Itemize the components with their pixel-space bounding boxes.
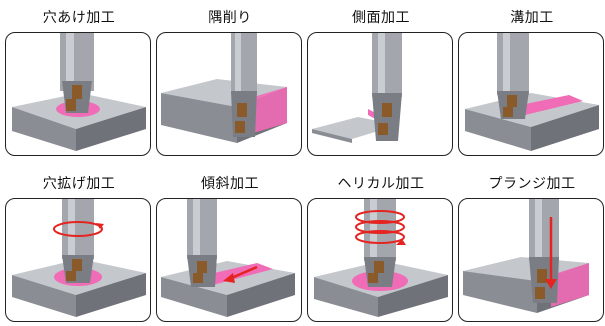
corner-milling-illustration: [161, 33, 287, 143]
hole-enlarging-illustration: [12, 199, 146, 317]
op-label: プランジ加工: [488, 176, 576, 192]
slotting-illustration: [465, 33, 599, 151]
drilling-illustration: [12, 33, 146, 151]
op-slotting: 溝加工: [458, 4, 605, 156]
op-label: 穴拡げ加工: [42, 176, 116, 192]
op-illustration: [156, 198, 302, 322]
op-label: 隅削り: [208, 10, 252, 26]
helical-milling-illustration: [314, 199, 448, 317]
ramping-illustration: [161, 199, 295, 317]
op-hole-enlarging: 穴拡げ加工: [5, 170, 153, 322]
side-milling-illustration: [312, 33, 402, 143]
op-illustration: [458, 32, 604, 156]
op-side-milling: 側面加工: [307, 4, 455, 156]
op-label: 穴あけ加工: [42, 10, 116, 26]
op-illustration: [5, 198, 151, 322]
op-illustration: [5, 32, 151, 156]
op-illustration: [156, 32, 302, 156]
op-plunging: プランジ加工: [458, 170, 605, 322]
op-corner-milling: 隅削り: [156, 4, 304, 156]
op-illustration: [458, 198, 604, 322]
op-label: 溝加工: [510, 10, 554, 26]
op-drilling: 穴あけ加工: [5, 4, 153, 156]
plunging-illustration: [463, 199, 589, 313]
op-label: 側面加工: [352, 10, 410, 26]
op-label: ヘリカル加工: [337, 176, 425, 192]
op-ramping: 傾斜加工: [156, 170, 304, 322]
op-illustration: [307, 198, 453, 322]
op-label: 傾斜加工: [201, 176, 259, 192]
op-helical-milling: ヘリカル加工: [307, 170, 455, 322]
op-illustration: [307, 32, 453, 156]
